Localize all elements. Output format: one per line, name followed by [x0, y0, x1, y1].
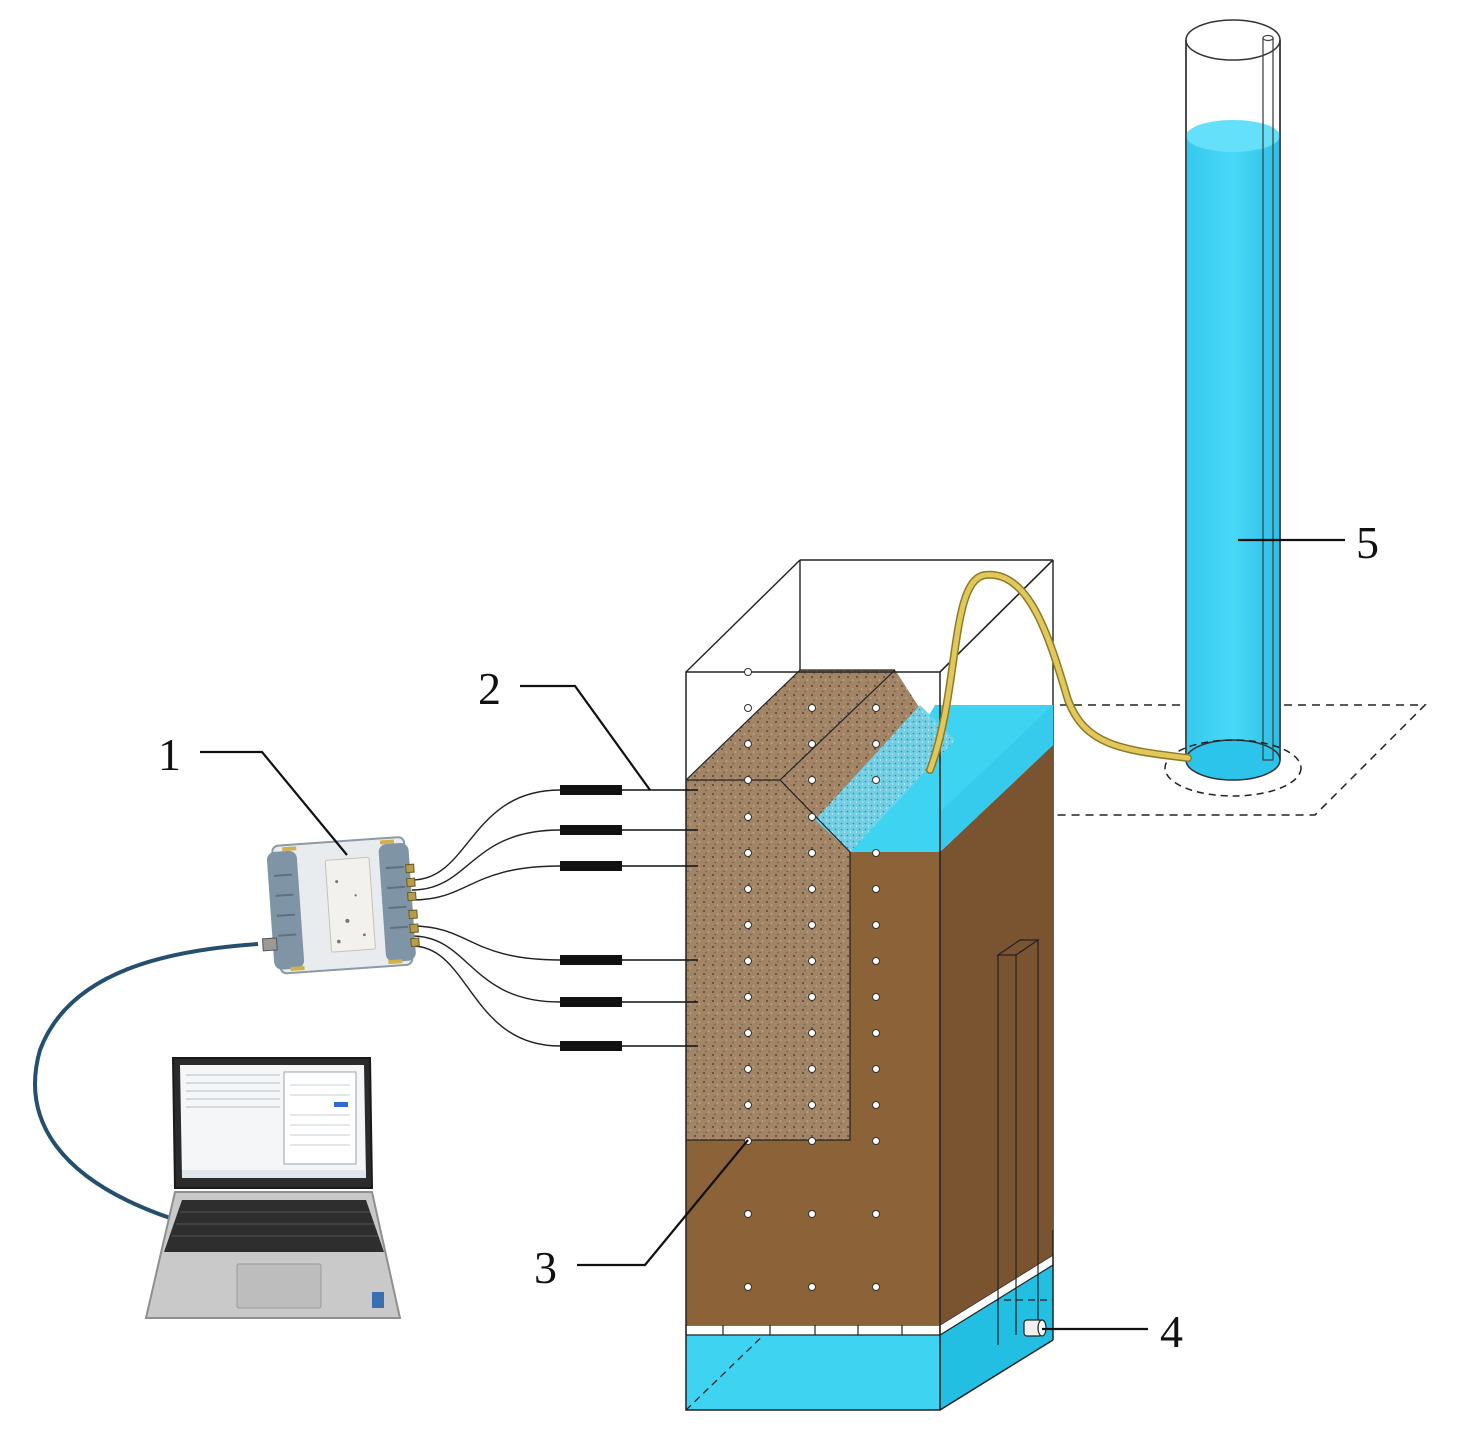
sensor-dot — [808, 776, 816, 784]
callout-5: 5 — [1356, 517, 1379, 568]
sensor-cable — [411, 789, 561, 881]
sensor-dot — [872, 1029, 880, 1037]
sensor-dot — [808, 1210, 816, 1218]
callout-1: 1 — [158, 729, 181, 780]
sensor-dot — [744, 1101, 752, 1109]
sensor-dot — [872, 1065, 880, 1073]
moisture-sensor-icon — [560, 825, 622, 835]
sensor-dot — [808, 704, 816, 712]
soil-box — [685, 559, 1054, 1411]
sensor-dot — [808, 993, 816, 1001]
sensor-dot — [808, 1137, 816, 1145]
callout-2: 2 — [478, 663, 501, 714]
sensor-dot — [872, 885, 880, 893]
sensor-dot — [744, 993, 752, 1001]
sensor-dot — [744, 776, 752, 784]
sensor-cable — [411, 829, 561, 891]
sensor-dot — [808, 813, 816, 821]
sensor-dot — [744, 885, 752, 893]
sensor-cable — [411, 945, 561, 1047]
sensor-dot — [872, 1137, 880, 1145]
sensor-dot — [872, 849, 880, 857]
sensor-dot — [872, 1210, 880, 1218]
water-supply-column — [1164, 19, 1302, 797]
sensor-dot — [744, 740, 752, 748]
callout-3: 3 — [534, 1242, 557, 1293]
sensor-dot — [744, 1065, 752, 1073]
sensor-dot — [744, 704, 752, 712]
sensor-dot — [872, 1283, 880, 1291]
sensor-dot — [744, 957, 752, 965]
moisture-sensor-icon — [560, 955, 622, 965]
sensor-dot — [744, 668, 752, 676]
sensor-dot — [744, 921, 752, 929]
sensor-cable — [411, 935, 561, 1003]
sensor-cable — [411, 865, 561, 901]
sensor-cable — [411, 925, 561, 961]
moisture-sensor-icon — [560, 785, 622, 795]
sensor-dot — [808, 957, 816, 965]
sensor-dot — [808, 1101, 816, 1109]
sensor-dot — [872, 776, 880, 784]
sensor-dot — [744, 813, 752, 821]
sensor-dot — [808, 885, 816, 893]
sensor-dot — [744, 1029, 752, 1037]
sensor-cables — [411, 789, 561, 1047]
sensor-dot — [872, 993, 880, 1001]
sensor-dot — [808, 849, 816, 857]
moisture-sensor-array — [560, 785, 698, 1051]
laptop-icon — [144, 1057, 402, 1319]
moisture-sensor-icon — [560, 1041, 622, 1051]
sensor-dot — [872, 921, 880, 929]
sensor-dot — [808, 921, 816, 929]
sensor-dot-grid — [744, 668, 880, 1291]
sensor-dot — [872, 704, 880, 712]
moisture-sensor-icon — [560, 997, 622, 1007]
data-cable — [33, 942, 259, 1220]
moisture-sensor-icon — [560, 861, 622, 871]
sensor-dot — [808, 1283, 816, 1291]
sensor-dot — [872, 957, 880, 965]
sensor-dot — [744, 849, 752, 857]
data-logger-icon — [261, 836, 420, 975]
sensor-dot — [872, 1101, 880, 1109]
callout-leaders — [200, 538, 1345, 1331]
sensor-dot — [808, 740, 816, 748]
sensor-dot — [744, 1283, 752, 1291]
sensor-dot — [808, 1029, 816, 1037]
sensor-dot — [808, 1065, 816, 1073]
sensor-dot — [744, 1210, 752, 1218]
callout-4: 4 — [1160, 1306, 1183, 1357]
sensor-dot — [872, 740, 880, 748]
